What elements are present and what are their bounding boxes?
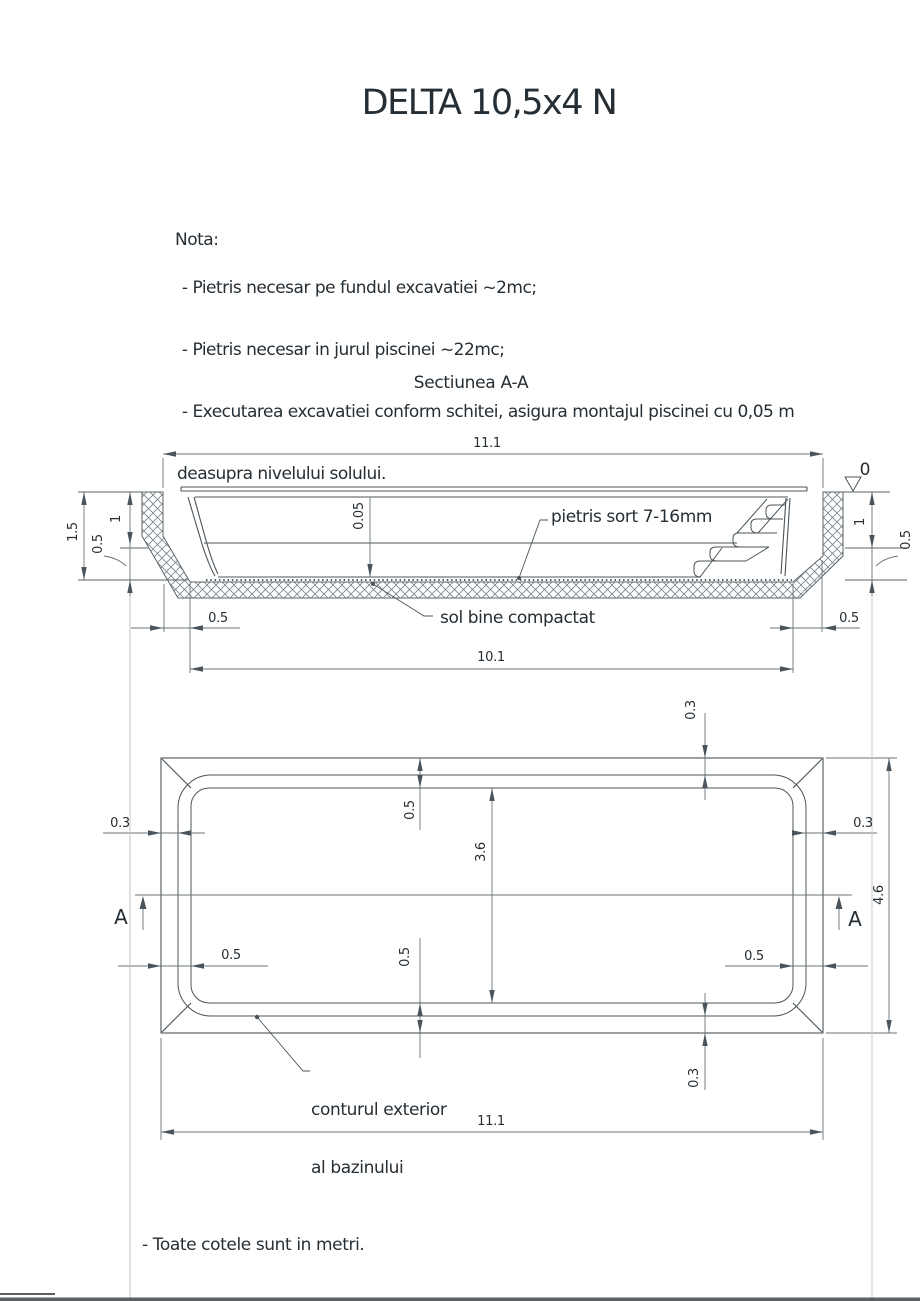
dim-wall-offset-right: 0.3 <box>853 816 873 831</box>
dim-slope-offset-left: 0.5 <box>221 948 241 963</box>
contour-label-line1: conturul exterior <box>311 1100 447 1120</box>
section-cut-arrows <box>139 896 843 909</box>
dim-section-depth-upper-left: 1 <box>109 515 124 523</box>
dim-section-width-top: 11.1 <box>473 436 501 451</box>
note-line: - Pietris necesar in jurul piscinei ~22m… <box>177 340 505 360</box>
excavation-hatch-region <box>141 491 844 599</box>
section-dimension-lines <box>83 453 899 673</box>
dim-section-width-bottom: 10.1 <box>477 650 505 665</box>
dim-plan-length: 11.1 <box>477 1114 505 1129</box>
section-title: Sectiunea A-A <box>413 373 529 393</box>
plan-dimension-lines <box>103 713 897 1140</box>
contour-leader-line <box>254 1014 310 1072</box>
section-leader-lines <box>371 519 548 617</box>
datum-marker <box>844 476 862 493</box>
plan-view <box>103 713 897 1140</box>
dim-gravel-layer: 0.05 <box>352 502 367 530</box>
section-marker-left: A <box>114 905 128 929</box>
section-marker-right: A <box>848 907 862 931</box>
dim-plan-width: 4.6 <box>872 885 887 905</box>
gravel-label: pietris sort 7-16mm <box>551 507 713 527</box>
section-dimension-arrows <box>81 451 875 672</box>
soil-label: sol bine compactat <box>440 608 595 628</box>
pool-outer-contour <box>177 774 807 1017</box>
notes-heading: Nota: <box>175 230 219 250</box>
ground-level-lines <box>78 491 907 581</box>
dim-slope-left: 0.5 <box>208 611 228 626</box>
contour-label: conturul exterior al bazinului <box>311 1064 447 1214</box>
footer-note: - Toate cotele sunt in metri. <box>142 1235 365 1255</box>
pool-profile <box>180 486 808 578</box>
dim-wall-offset-top: 0.3 <box>684 700 699 720</box>
dim-wall-offset-left: 0.3 <box>110 816 130 831</box>
dim-section-depth-lower-left: 0.5 <box>91 534 106 554</box>
dim-section-depth-total: 1.5 <box>66 522 81 542</box>
excavation-outline <box>160 757 824 1034</box>
contour-label-line2: al bazinului <box>311 1158 404 1178</box>
dim-slope-offset-bottom: 0.5 <box>398 947 413 967</box>
datum-level-label: 0 <box>859 460 871 480</box>
note-line: - Pietris necesar pe fundul excavatiei ~… <box>177 278 537 298</box>
plan-dimension-arrows <box>148 745 892 1135</box>
notes-lines: - Pietris necesar pe fundul excavatiei ~… <box>177 240 795 522</box>
pool-steps <box>693 498 789 578</box>
page-frame-lines <box>0 596 920 1301</box>
dim-plan-inner-width: 3.6 <box>474 842 489 862</box>
notes-block: Nota: <box>175 192 219 288</box>
dim-section-depth-upper-right: 1 <box>853 518 868 526</box>
section-cut-line <box>135 894 852 930</box>
section-view <box>78 451 907 673</box>
note-line: deasupra nivelului solului. <box>177 464 386 484</box>
dim-section-depth-lower-right: 0.5 <box>899 530 914 550</box>
dim-wall-offset-bottom: 0.3 <box>687 1068 702 1088</box>
note-line: - Executarea excavatiei conform schitei,… <box>177 402 795 422</box>
dim-slope-offset-right: 0.5 <box>744 949 764 964</box>
page-title: DELTA 10,5x4 N <box>361 83 618 123</box>
dim-slope-offset-top: 0.5 <box>403 800 418 820</box>
dim-slope-right: 0.5 <box>839 611 859 626</box>
